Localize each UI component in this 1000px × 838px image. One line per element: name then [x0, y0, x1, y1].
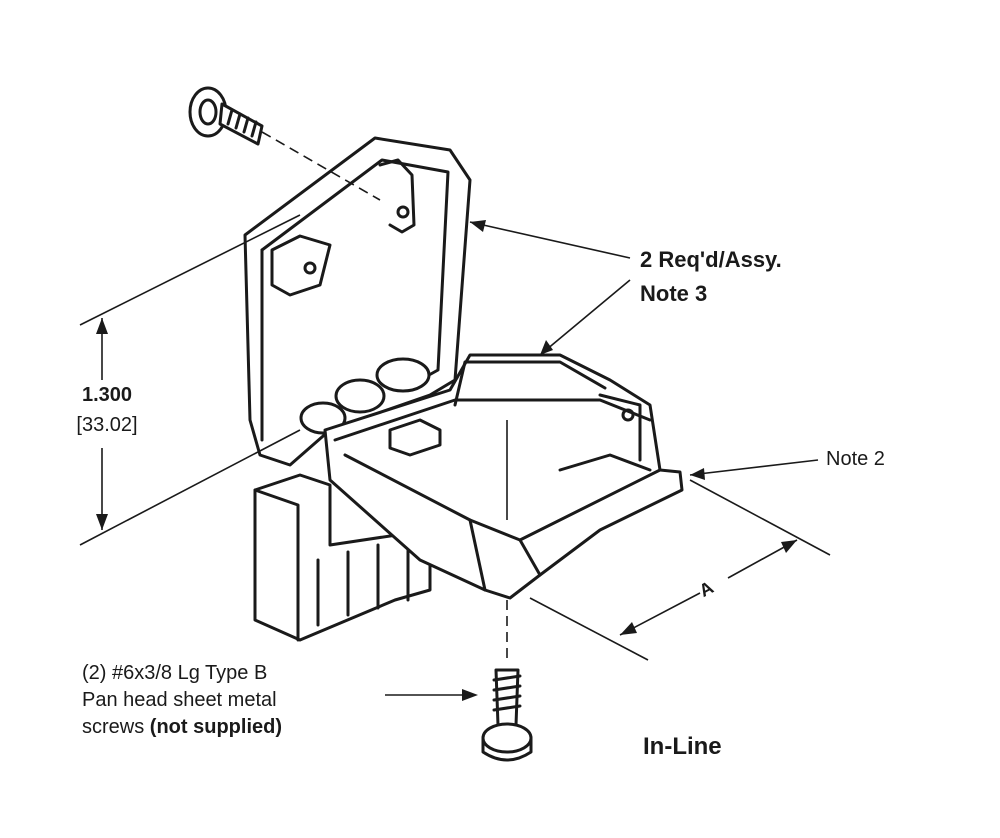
top-screw-axis [261, 131, 381, 201]
screw-not-supplied: (not supplied) [149, 716, 282, 738]
dimension-value: 1.300 [81, 384, 133, 406]
leader-req-tray [539, 279, 631, 356]
dimension-metric: [33.02] [76, 414, 138, 436]
screw-callout: (2) #6x3/8 Lg Type B Pan head sheet meta… [82, 660, 282, 741]
callout-note2: Note 2 [826, 448, 885, 470]
screw-line-1: (2) #6x3/8 Lg Type B [82, 662, 268, 684]
screw-line-3: screws (not supplied) [82, 714, 282, 741]
bottom-screw [481, 668, 533, 762]
base-block [253, 473, 432, 642]
dim-extension-bottom [79, 429, 301, 546]
callout-required: 2 Req'd/Assy. [640, 247, 782, 272]
dim-extension-top [79, 214, 301, 326]
lower-tray [323, 353, 684, 600]
dim-A-extension-left [529, 597, 649, 661]
arrowheads [96, 220, 797, 701]
top-screw [188, 86, 264, 146]
callout-note3: Note 3 [640, 281, 708, 306]
leader-req-cover [469, 221, 631, 259]
cover-contacts [299, 357, 431, 435]
dimension-lines [79, 131, 831, 696]
screw-line-2: Pan head sheet metal [82, 689, 277, 711]
view-title: In-Line [643, 733, 722, 760]
dim-A-extension-right [689, 479, 831, 556]
screw-line-3-prefix: screws [82, 716, 150, 738]
leader-note2 [689, 459, 819, 476]
